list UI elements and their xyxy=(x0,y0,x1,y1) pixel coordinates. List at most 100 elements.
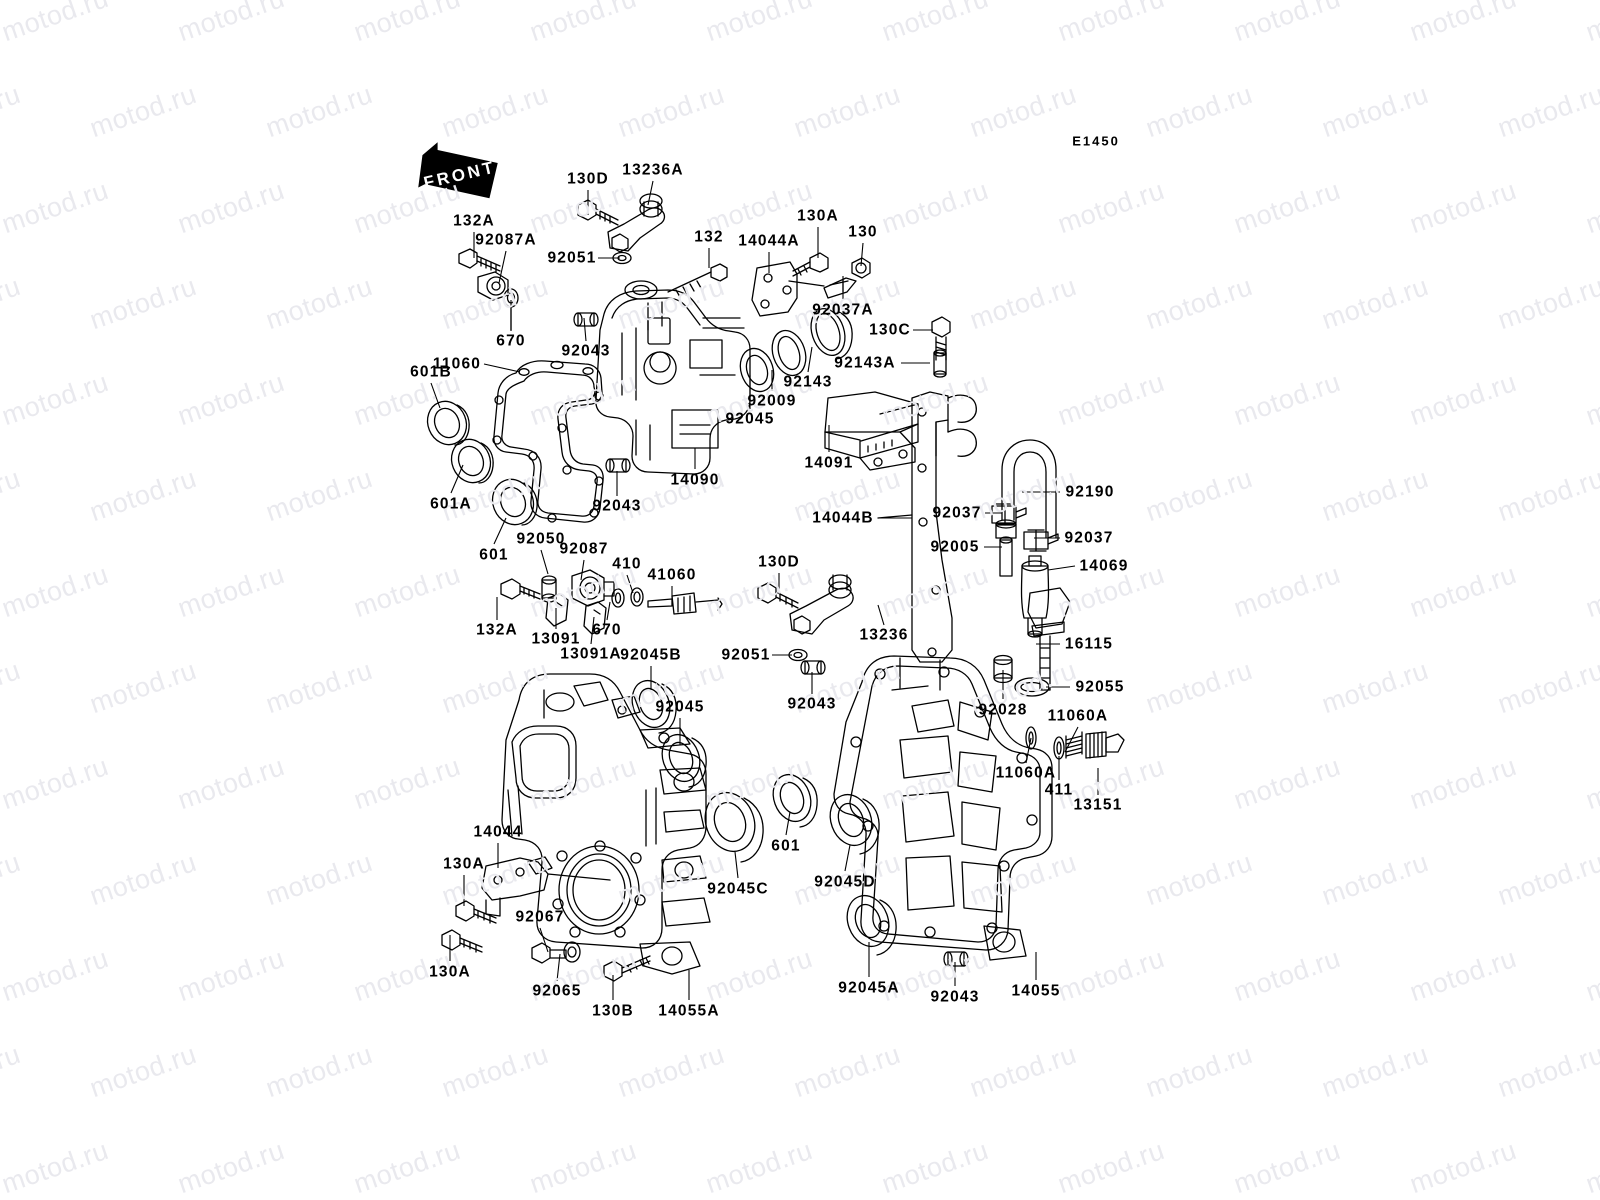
dowel-92043-lower xyxy=(800,660,826,675)
leader-line-13236 xyxy=(877,604,885,626)
part-label-14044: 14044 xyxy=(473,823,523,841)
part-92087-lower xyxy=(571,569,615,607)
part-label-14044a: 14044A xyxy=(738,232,800,250)
part-label-14044b: 14044B xyxy=(812,509,874,527)
leader-line-13236a xyxy=(647,180,654,206)
bearing-601A xyxy=(450,438,494,484)
part-label-92045: 92045 xyxy=(725,410,775,428)
leader-line-601 xyxy=(493,517,507,545)
leader-line-92087 xyxy=(580,559,585,581)
part-label-11060: 11060 xyxy=(432,355,482,373)
cover-14055A xyxy=(501,673,711,975)
bolt-132-long xyxy=(667,263,728,298)
part-label-601: 601 xyxy=(771,837,801,855)
front-direction-marker: FRONT xyxy=(417,142,503,209)
part-label-13236: 13236 xyxy=(859,626,909,644)
front-arrow-shape xyxy=(418,142,498,199)
dowel-92043-mid xyxy=(605,458,631,473)
part-label-41060: 41060 xyxy=(647,566,697,584)
part-label-92009: 92009 xyxy=(747,392,797,410)
bolt-92067 xyxy=(531,942,567,964)
leader-line-13091a xyxy=(590,616,595,645)
dowel-92043-bottom xyxy=(943,951,969,967)
part-label-130d: 130D xyxy=(567,170,609,188)
adjuster-13151 xyxy=(1085,731,1125,759)
part-label-601a: 601A xyxy=(430,495,472,513)
part-label-130c: 130C xyxy=(869,321,911,339)
clip-13091 xyxy=(545,593,569,627)
pin-92143A xyxy=(933,349,947,378)
part-label-92050: 92050 xyxy=(516,530,566,548)
part-label-11060a: 11060A xyxy=(1047,707,1109,725)
part-label-13151: 13151 xyxy=(1073,796,1123,814)
part-label-14091: 14091 xyxy=(804,454,854,472)
part-label-130b: 130B xyxy=(592,1002,634,1020)
leader-line-11060a xyxy=(1025,737,1032,764)
part-label-14055: 14055 xyxy=(1011,982,1061,1000)
bracket-14044-lower xyxy=(481,856,611,917)
part-label-13091a: 13091A xyxy=(560,645,622,663)
part-label-601b: 601B xyxy=(410,363,452,381)
part-label-130a: 130A xyxy=(443,855,485,873)
clip-13091A xyxy=(583,601,607,635)
leader-line-92067 xyxy=(539,927,549,953)
part-label-14055a: 14055A xyxy=(658,1002,720,1020)
switch-41060 xyxy=(647,592,723,615)
bearing-92045-upper xyxy=(739,347,775,393)
part-label-92051: 92051 xyxy=(721,646,771,664)
part-label-92045: 92045 xyxy=(655,698,705,716)
part-label-92143: 92143 xyxy=(783,373,833,391)
spring-11060A-right xyxy=(1065,731,1083,759)
oring-11060A-left xyxy=(1025,726,1037,750)
bolt-130B xyxy=(603,955,651,982)
leader-line-601a xyxy=(450,464,464,494)
seal-92009 xyxy=(771,329,807,377)
cover-14091 xyxy=(824,391,919,471)
bolt-132A-upper xyxy=(458,248,501,273)
part-label-14069: 14069 xyxy=(1079,557,1129,575)
diagram-code: E1450 xyxy=(1072,133,1120,149)
cover-14090 xyxy=(595,280,751,475)
part-label-16115: 16115 xyxy=(1064,635,1114,653)
part-label-410: 410 xyxy=(612,555,642,573)
bearing-92045B xyxy=(631,679,677,734)
part-label-92037: 92037 xyxy=(1064,529,1114,547)
leader-line-601 xyxy=(785,811,791,836)
plug-92050 xyxy=(541,575,557,603)
leader-line-130 xyxy=(860,242,864,267)
dowel-92043-upper-left xyxy=(573,312,599,327)
part-label-92043: 92043 xyxy=(787,695,837,713)
leader-line-410 xyxy=(626,574,634,594)
part-label-92005: 92005 xyxy=(930,538,980,556)
part-label-92045a: 92045A xyxy=(838,979,900,997)
leader-line-92045d xyxy=(844,844,851,872)
bracket-14044A xyxy=(751,261,825,317)
part-label-601: 601 xyxy=(479,546,509,564)
part-label-92055: 92055 xyxy=(1075,678,1125,696)
part-label-92087a: 92087A xyxy=(475,231,537,249)
part-label-92065: 92065 xyxy=(532,982,582,1000)
leader-line-92065 xyxy=(556,953,561,982)
oring-670-lower xyxy=(611,588,625,608)
washer-410 xyxy=(630,587,644,607)
part-label-92190: 92190 xyxy=(1065,483,1115,501)
leader-line-11060a xyxy=(1064,726,1079,753)
bolt-130A-lower-1 xyxy=(455,900,497,924)
part-label-132: 132 xyxy=(694,228,724,246)
part-label-14090: 14090 xyxy=(670,471,720,489)
part-label-92037: 92037 xyxy=(932,504,982,522)
hose-92190 xyxy=(1001,439,1057,539)
gasket-11060 xyxy=(492,360,604,523)
part-label-13091: 13091 xyxy=(531,630,581,648)
leader-line-92087a xyxy=(498,250,507,284)
part-label-92045b: 92045B xyxy=(620,646,682,664)
part-label-92143a: 92143A xyxy=(834,354,896,372)
bearing-92045C xyxy=(704,791,764,863)
dipstick-16115 xyxy=(1027,587,1071,691)
part-label-13236a: 13236A xyxy=(622,161,684,179)
part-label-132a: 132A xyxy=(453,212,495,230)
part-label-411: 411 xyxy=(1044,781,1074,799)
bolt-130A-upper xyxy=(792,252,829,277)
